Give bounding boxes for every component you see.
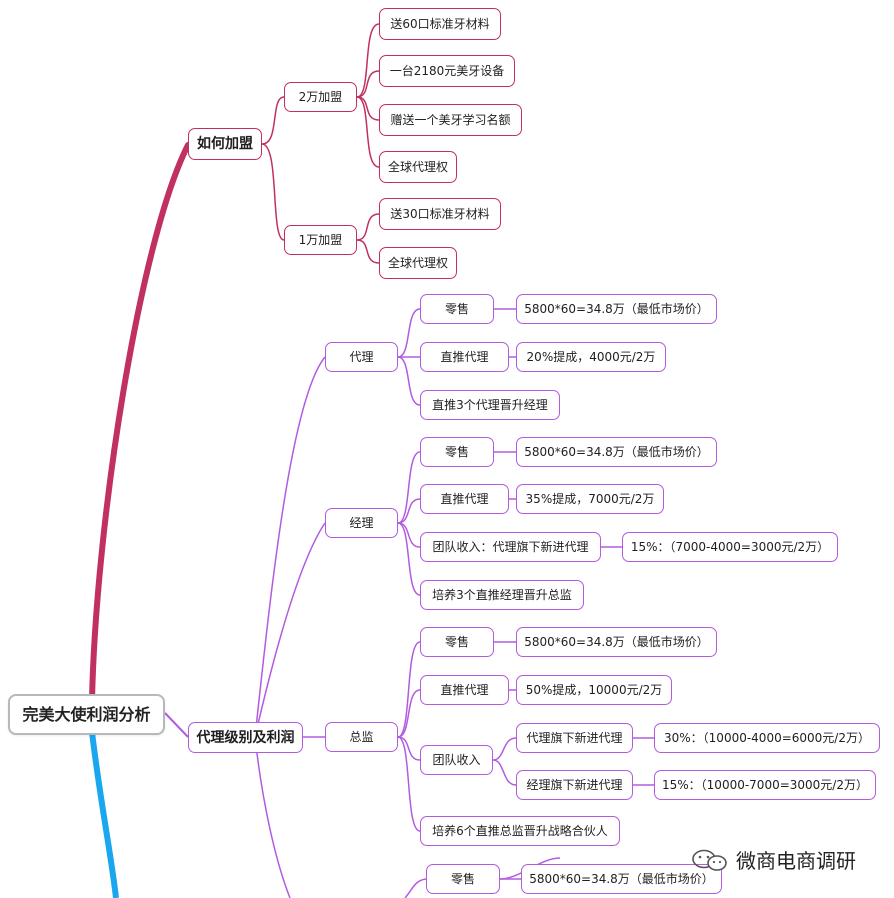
director-team-sub2-value[interactable]: 15%：（10000-7000=3000元/2万） <box>654 770 876 800</box>
director-direct-value[interactable]: 50%提成，10000元/2万 <box>516 675 672 705</box>
level-manager[interactable]: 经理 <box>325 508 398 538</box>
director-team[interactable]: 团队收入 <box>420 745 493 775</box>
level-director[interactable]: 总监 <box>325 722 398 752</box>
agent-direct-value[interactable]: 20%提成，4000元/2万 <box>516 342 666 372</box>
manager-retail-value[interactable]: 5800*60=34.8万（最低市场价） <box>516 437 717 467</box>
root-topic[interactable]: 完美大使利润分析 <box>8 694 165 735</box>
partner-retail-value[interactable]: 5800*60=34.8万（最低市场价） <box>521 864 722 894</box>
agent-retail-value[interactable]: 5800*60=34.8万（最低市场价） <box>516 294 717 324</box>
agent-retail[interactable]: 零售 <box>420 294 494 324</box>
topic-join-1w[interactable]: 1万加盟 <box>284 225 357 255</box>
agent-promotion[interactable]: 直推3个代理晋升经理 <box>420 390 560 420</box>
topic-join-2w[interactable]: 2万加盟 <box>284 82 357 112</box>
join-1w-item[interactable]: 全球代理权 <box>379 247 457 279</box>
watermark-text: 微商电商调研 <box>736 849 856 873</box>
director-team-sub1-value[interactable]: 30%：（10000-4000=6000元/2万） <box>654 723 880 753</box>
join-2w-item[interactable]: 全球代理权 <box>379 151 457 183</box>
topic-levels-profit[interactable]: 代理级别及利润 <box>188 722 303 753</box>
manager-direct-value[interactable]: 35%提成，7000元/2万 <box>516 484 664 514</box>
watermark: 微商电商调研 <box>690 845 856 874</box>
topic-how-to-join[interactable]: 如何加盟 <box>188 128 262 160</box>
manager-promotion[interactable]: 培养3个直推经理晋升总监 <box>420 580 584 610</box>
director-team-sub2[interactable]: 经理旗下新进代理 <box>516 770 633 800</box>
manager-team[interactable]: 团队收入：代理旗下新进代理 <box>420 532 601 562</box>
partner-retail[interactable]: 零售 <box>426 864 500 894</box>
manager-team-value[interactable]: 15%：（7000-4000=3000元/2万） <box>622 532 838 562</box>
join-2w-item[interactable]: 一台2180元美牙设备 <box>379 55 515 87</box>
director-direct[interactable]: 直推代理 <box>420 675 509 705</box>
director-promotion[interactable]: 培养6个直推总监晋升战略合伙人 <box>420 816 620 846</box>
director-team-sub1[interactable]: 代理旗下新进代理 <box>516 723 633 753</box>
join-2w-item[interactable]: 送60口标准牙材料 <box>379 8 501 40</box>
join-2w-item[interactable]: 赠送一个美牙学习名额 <box>379 104 522 136</box>
manager-retail[interactable]: 零售 <box>420 437 494 467</box>
wechat-icon <box>692 849 727 871</box>
manager-direct[interactable]: 直推代理 <box>420 484 509 514</box>
level-agent[interactable]: 代理 <box>325 342 398 372</box>
join-1w-item[interactable]: 送30口标准牙材料 <box>379 198 501 230</box>
director-retail-value[interactable]: 5800*60=34.8万（最低市场价） <box>516 627 717 657</box>
director-retail[interactable]: 零售 <box>420 627 494 657</box>
agent-direct[interactable]: 直推代理 <box>420 342 509 372</box>
